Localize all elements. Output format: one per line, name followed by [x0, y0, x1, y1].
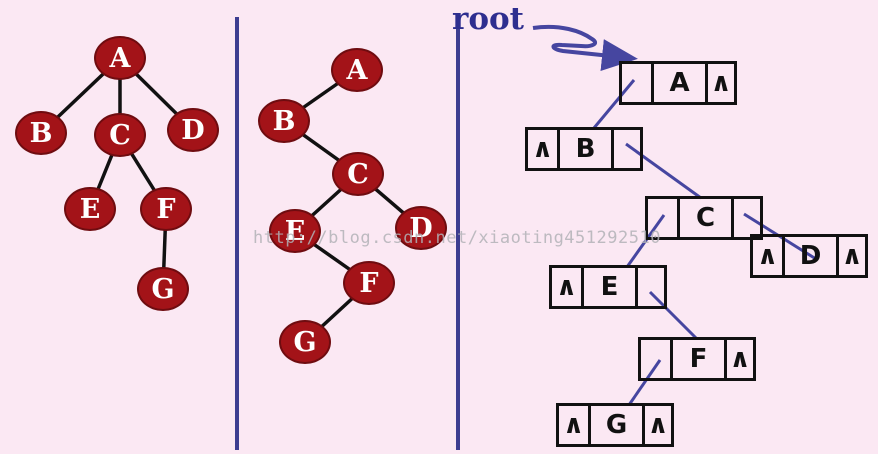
general-tree-edges — [39, 56, 195, 290]
binary-tree-edges — [282, 68, 423, 344]
csdn-watermark: http://blog.csdn.net/xiaoting451292510 — [253, 228, 661, 248]
root-pointer-arrow — [532, 24, 638, 72]
linked-pointer-connectors — [592, 79, 817, 406]
